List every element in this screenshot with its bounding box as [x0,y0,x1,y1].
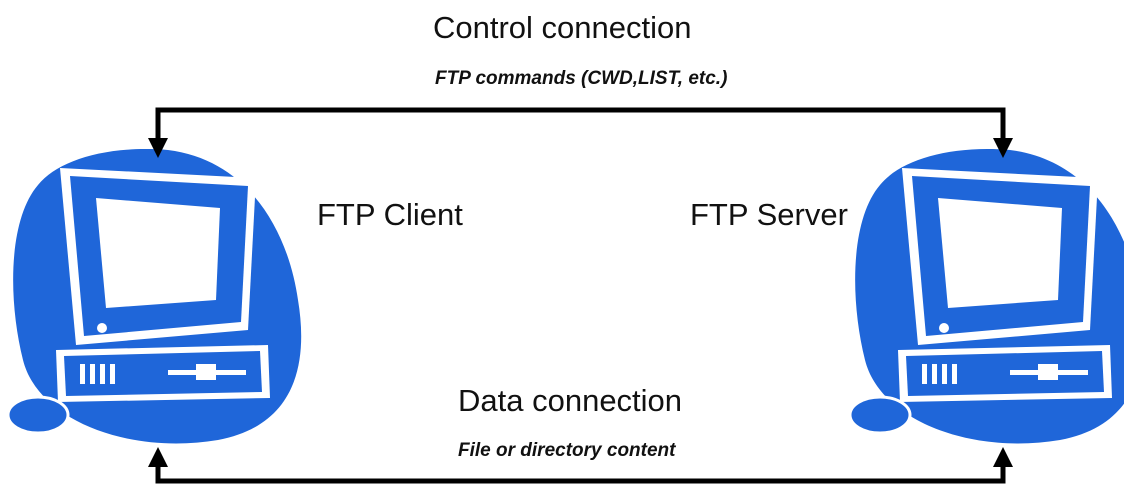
server-computer-icon [848,147,1124,445]
control-connection-title: Control connection [433,10,692,45]
control-connection-arrow [148,107,1013,158]
data-connection-subtitle: File or directory content [458,440,676,461]
control-connection-subtitle: FTP commands (CWD,LIST, etc.) [435,68,728,89]
ftp-client-label: FTP Client [317,197,463,232]
data-connection-arrow [148,447,1013,484]
client-computer-icon [6,147,303,445]
data-connection-title: Data connection [458,383,683,418]
ftp-server-label: FTP Server [690,197,848,232]
